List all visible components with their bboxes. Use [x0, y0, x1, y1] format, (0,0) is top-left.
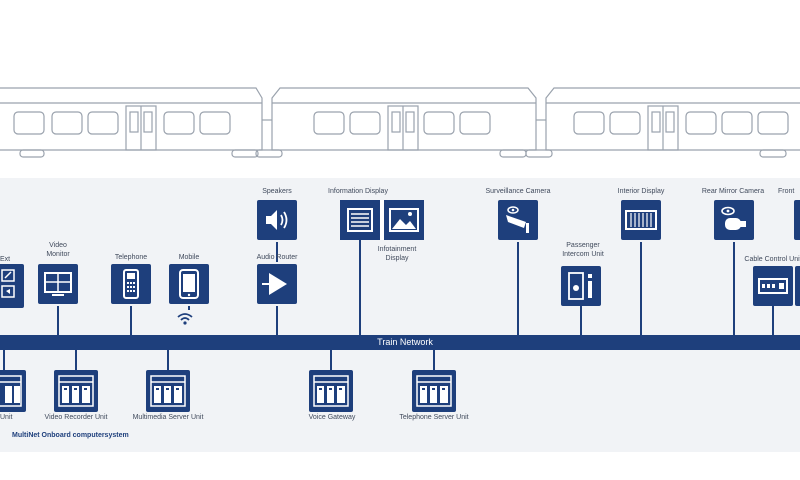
video-monitor-icon: [38, 264, 78, 304]
front-device-label: Front: [778, 188, 795, 195]
train-outline: [0, 87, 800, 158]
exterior-control-icon: [0, 264, 24, 308]
wifi-icon: [177, 313, 193, 325]
voice-gateway-label: Voice Gateway: [308, 414, 356, 421]
infotainment-label-2: Display: [385, 255, 409, 262]
infotainment-label-1: Infotainment: [377, 246, 417, 253]
passenger-intercom-icon: [561, 266, 601, 306]
cable-control-unit-icon: [753, 266, 793, 306]
surveillance-camera-icon: [498, 200, 538, 240]
left-device-label: Ext: [0, 256, 11, 263]
telephone-server-unit-icon: [412, 370, 456, 412]
telephone-label: Telephone: [114, 254, 148, 261]
multimedia-server-unit-icon: [146, 370, 190, 412]
video-monitor-label-1: Video: [49, 242, 67, 249]
train-network-label: Train Network: [377, 337, 433, 347]
interior-display-label: Interior Display: [617, 188, 665, 195]
surveillance-camera-label: Surveillance Camera: [485, 188, 551, 195]
right-partial-icon: [795, 266, 800, 306]
left-partial-unit-label: Unit: [0, 414, 13, 421]
telephone-icon: [111, 264, 151, 304]
video-recorder-unit-label: Video Recorder Unit: [44, 414, 108, 421]
cable-control-unit-label: Cable Control Unit: [744, 256, 800, 263]
information-display-unit: [340, 200, 424, 240]
multimedia-server-unit-label: Multimedia Server Unit: [132, 414, 204, 421]
interior-display-icon: [621, 200, 661, 240]
mobile-icon: [169, 264, 209, 304]
audio-router-icon: [257, 264, 297, 304]
speakers-label: Speakers: [262, 188, 292, 195]
information-display-label: Information Display: [328, 188, 388, 195]
speaker-icon: [257, 200, 297, 240]
system-caption: MultiNet Onboard computersystem: [12, 432, 129, 439]
video-monitor-label-2: Monitor: [46, 251, 70, 258]
passenger-intercom-label-1: Passenger: [566, 242, 600, 249]
audio-router-label: Audio Router: [256, 254, 298, 261]
voice-gateway-icon: [309, 370, 353, 412]
left-partial-unit-icon: [0, 370, 26, 412]
rear-mirror-camera-label: Rear Mirror Camera: [701, 188, 765, 195]
train-network-bus: [0, 335, 800, 350]
front-device-icon: [794, 200, 800, 240]
telephone-server-unit-label: Telephone Server Unit: [399, 414, 469, 421]
passenger-intercom-label-2: Intercom Unit: [562, 251, 604, 258]
mobile-label: Mobile: [178, 254, 200, 261]
video-recorder-unit-icon: [54, 370, 98, 412]
rear-mirror-camera-icon: [714, 200, 754, 240]
